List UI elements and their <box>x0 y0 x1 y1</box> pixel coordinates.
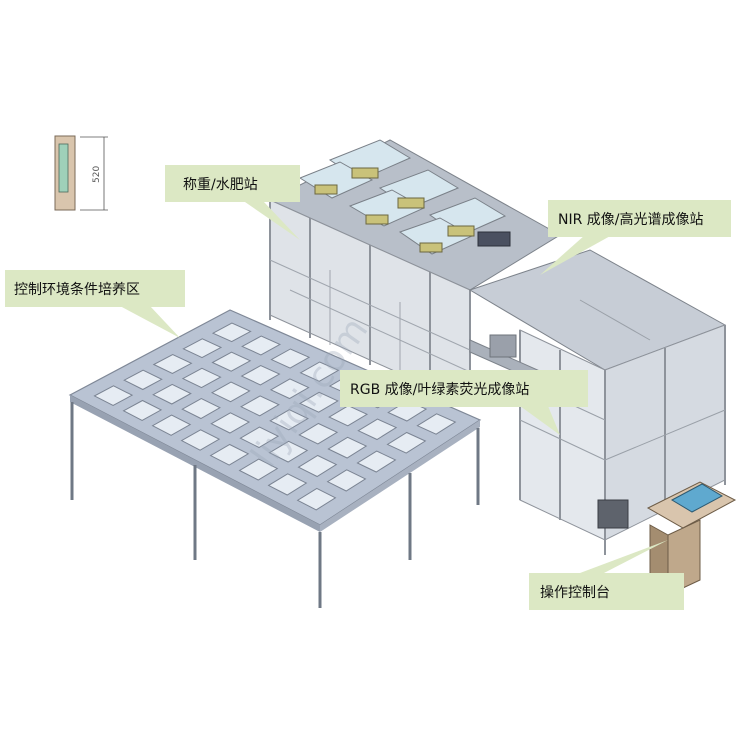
culture-tray <box>210 412 251 434</box>
callout-weighing-label: 称重/水肥站 <box>183 177 258 193</box>
weighing-trays <box>298 139 511 255</box>
culture-tray <box>269 378 310 400</box>
culture-tray <box>182 338 223 359</box>
culture-tray <box>151 414 192 436</box>
culture-tray <box>180 429 221 451</box>
dimension-label: 520 <box>92 166 102 183</box>
dimension-inset: 520 <box>54 135 108 211</box>
culture-tray <box>299 361 340 382</box>
culture-tray <box>210 381 251 403</box>
callout-rgb-label: RGB 成像/叶绿素荧光成像站 <box>350 381 529 398</box>
callout-console-label: 操作控制台 <box>540 585 610 601</box>
culture-tray <box>267 473 308 496</box>
callout-rgb: RGB 成像/叶绿素荧光成像站 <box>340 370 588 435</box>
growth-table <box>68 309 482 608</box>
weighing-station <box>268 139 561 406</box>
culture-tray <box>209 443 250 466</box>
culture-tray <box>386 431 427 454</box>
culture-tray <box>239 426 280 449</box>
table-edge <box>70 395 320 532</box>
culture-tray <box>122 399 163 421</box>
callout-nir: NIR 成像/高光谱成像站 <box>540 200 731 275</box>
inset-panel-window <box>58 143 69 193</box>
culture-tray <box>152 353 193 375</box>
culture-tray <box>268 440 309 463</box>
culture-tray <box>297 454 338 478</box>
callout-culture: 控制环境条件培养区 <box>5 270 185 338</box>
culture-trays <box>93 322 457 511</box>
callout-weighing: 称重/水肥站 <box>165 165 300 240</box>
culture-tray <box>328 405 369 427</box>
conveyor-motor <box>489 334 517 358</box>
culture-tray <box>238 458 279 481</box>
culture-tray <box>181 398 221 420</box>
table-legs <box>70 402 480 608</box>
culture-tray <box>123 369 163 391</box>
culture-tray <box>327 436 368 459</box>
culture-tray <box>269 409 309 431</box>
culture-tray <box>298 391 339 413</box>
culture-tray <box>181 367 222 389</box>
culture-tray <box>240 395 280 417</box>
culture-tray <box>298 422 339 445</box>
culture-tray <box>296 487 337 511</box>
console-screen <box>670 483 724 513</box>
culture-tray <box>416 413 457 435</box>
callout-console: 操作控制台 <box>529 540 684 610</box>
culture-tray <box>326 469 367 492</box>
culture-tray <box>211 322 252 343</box>
culture-tray <box>93 385 134 406</box>
culture-tray <box>356 450 397 473</box>
base-unit <box>597 499 629 529</box>
culture-tray <box>357 418 398 441</box>
culture-tray <box>211 351 252 372</box>
culture-tray <box>241 335 282 356</box>
callout-nir-label: NIR 成像/高光谱成像站 <box>558 211 704 228</box>
callout-culture-label: 控制环境条件培养区 <box>14 281 140 298</box>
culture-tray <box>270 348 311 369</box>
culture-tray <box>240 365 281 386</box>
culture-tray <box>152 383 192 405</box>
